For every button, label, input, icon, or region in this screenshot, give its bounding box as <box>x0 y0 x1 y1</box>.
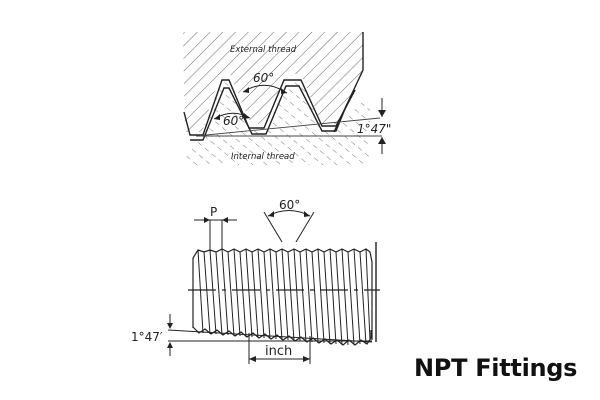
taper-angle-label-bottom: 1°47′ <box>131 330 163 344</box>
external-thread-label: External thread <box>230 45 297 55</box>
thread-flanks <box>197 248 371 346</box>
caption-title: NPT Fittings <box>414 354 578 382</box>
thread-crests <box>192 248 373 263</box>
pitch-label: P <box>210 205 217 219</box>
internal-thread-profile <box>190 85 348 141</box>
external-thread-profile <box>183 79 356 136</box>
taper-angle-label-top: 1°47" <box>357 122 391 136</box>
length-label: inch <box>265 344 292 359</box>
thread-side-view: P 60° 1°47′ inch <box>131 198 380 364</box>
thread-angle-label: 60° <box>279 198 300 212</box>
internal-angle-label: 60° <box>223 114 244 128</box>
external-angle-label: 60° <box>253 71 274 85</box>
thread-section-top: External thread Internal thread 60° 60° … <box>183 32 391 165</box>
internal-thread-label: Internal thread <box>231 152 295 162</box>
